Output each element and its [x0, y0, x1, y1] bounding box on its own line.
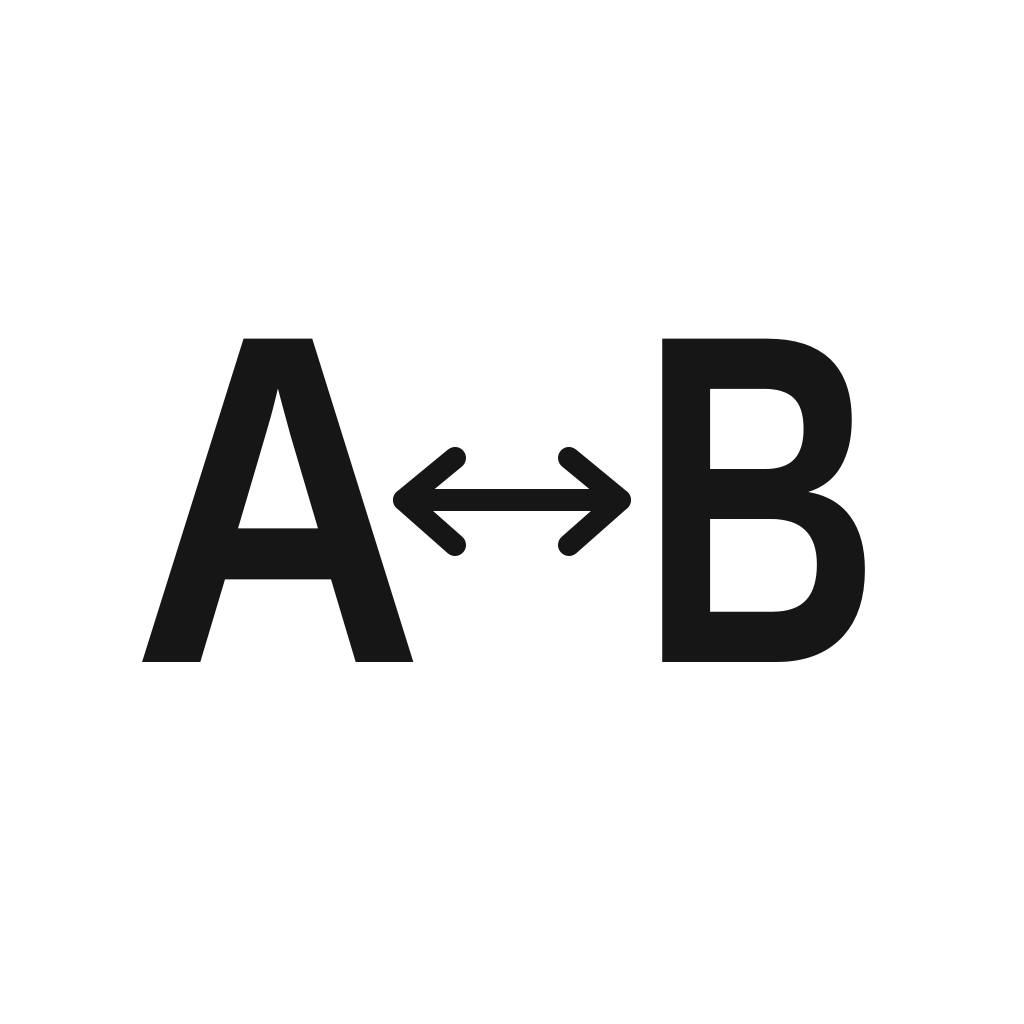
- double-headed-arrow-icon: [393, 447, 631, 556]
- letter-a: A: [132, 237, 424, 762]
- letter-b: B: [640, 237, 880, 762]
